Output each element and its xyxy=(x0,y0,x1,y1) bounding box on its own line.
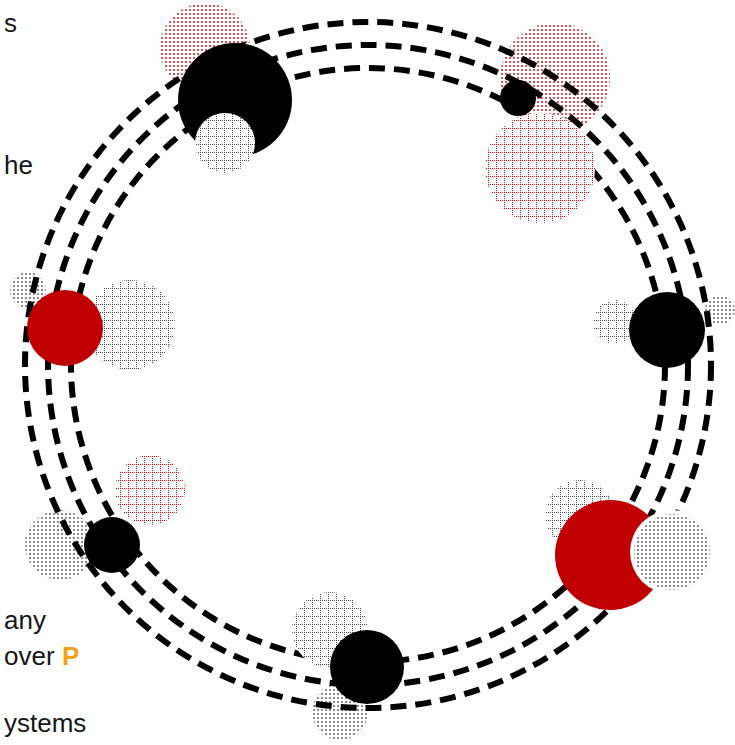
black-disc xyxy=(629,292,705,368)
black-disc xyxy=(84,517,140,573)
dashed-rings xyxy=(25,22,711,708)
grid-disc xyxy=(485,113,595,223)
red-disc xyxy=(27,290,103,366)
dashed-ring xyxy=(25,22,711,708)
grid-disc xyxy=(195,113,255,173)
slide-text-fragment: P xyxy=(62,641,79,671)
grid-disc-ground xyxy=(485,113,595,223)
slide-text-fragment: ystems xyxy=(4,708,86,738)
dashed-ring xyxy=(48,45,688,685)
black-disc xyxy=(500,80,536,116)
black-disc xyxy=(330,630,404,704)
slide-text-fragment: s xyxy=(4,8,17,38)
slide-text-fragment: any xyxy=(4,605,46,635)
slide-text-fragment: over xyxy=(4,641,55,671)
crescent-cut xyxy=(630,510,714,594)
grid-disc xyxy=(115,455,185,525)
grid-disc-ground xyxy=(115,455,185,525)
slide-text-fragment: he xyxy=(4,150,33,180)
dotted-disc xyxy=(634,514,710,590)
dashed-ring xyxy=(71,68,665,662)
grid-disc-ground xyxy=(195,113,255,173)
